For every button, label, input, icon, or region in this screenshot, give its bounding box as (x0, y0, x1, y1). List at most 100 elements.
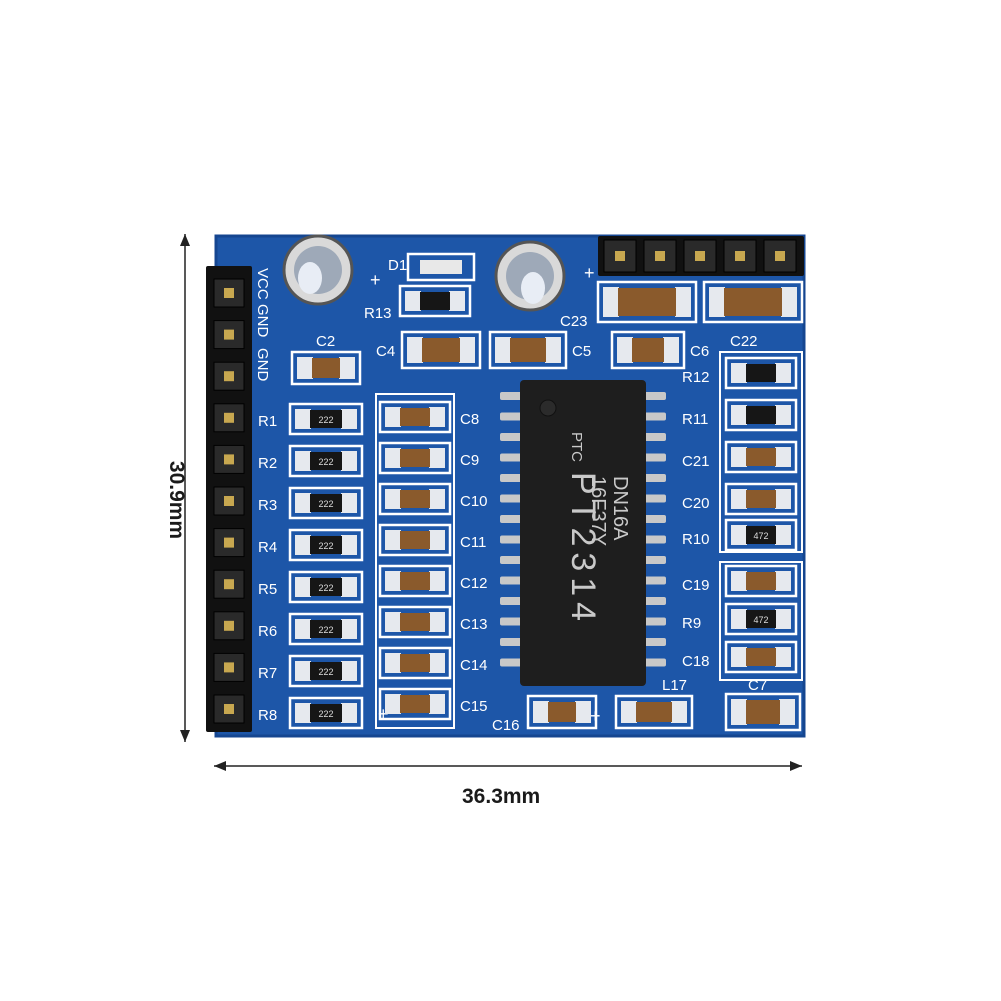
header-pin (213, 278, 245, 308)
resistor-r4: 222 (288, 528, 364, 562)
header-pin (213, 403, 245, 433)
width-dimension-line (214, 761, 802, 771)
chip-pin (644, 638, 666, 646)
right-label-r10: R10 (682, 531, 710, 548)
chip-pin (644, 453, 666, 462)
label-r13: R13 (364, 305, 392, 322)
chip-pin (500, 474, 522, 482)
right-label-c20: C20 (682, 495, 710, 512)
top-pin-header (598, 236, 804, 276)
capacitor-label-c8: C8 (460, 411, 479, 428)
resistor-r6: 222 (288, 612, 364, 646)
resistor-label-r4: R4 (258, 539, 277, 556)
chip-pin (500, 535, 522, 544)
chip-pin (644, 556, 666, 564)
width-dimension-label: 36.3mm (462, 785, 541, 808)
right-part-c20 (724, 482, 798, 516)
header-label-gnd-2: GND (254, 348, 271, 382)
chip-pins (500, 392, 666, 667)
header-pin (763, 239, 797, 273)
capacitor-c5 (488, 330, 568, 370)
right-label-r9: R9 (682, 615, 701, 632)
capacitor-c7 (724, 692, 802, 732)
resistor-r3: 222 (288, 486, 364, 520)
electrolytic-capacitor-right (494, 240, 566, 312)
main-ic-chip: PTC PT2314 16F37Y DN16A (520, 380, 646, 686)
resistor-r13 (398, 284, 472, 318)
capacitor-c4 (400, 330, 482, 370)
capacitor-c16 (526, 694, 598, 730)
left-pin-header (206, 266, 252, 732)
header-label-vcc: VCC (254, 268, 271, 300)
chip-pin (644, 617, 666, 626)
electrolytic-capacitor-left (282, 234, 354, 306)
capacitor-label-c13: C13 (460, 616, 488, 633)
inductor-l17 (614, 694, 694, 730)
header-pin (213, 528, 245, 558)
header-pin (213, 361, 245, 391)
resistor-code: 472 (753, 615, 768, 625)
header-pin (723, 239, 757, 273)
capacitor-c14 (378, 646, 452, 680)
plus-sign-right: + (584, 263, 595, 283)
label-c23: C23 (560, 313, 588, 330)
resistor-label-r5: R5 (258, 581, 277, 598)
pcb-board (216, 236, 804, 736)
label-c5: C5 (572, 343, 591, 360)
chip-pin (500, 617, 522, 626)
resistor-label-r7: R7 (258, 665, 277, 682)
chip-marking-logo: PTC (568, 432, 585, 462)
capacitor-label-c11: C11 (460, 534, 486, 551)
resistor-code: 222 (318, 625, 333, 635)
resistor-code: 222 (318, 457, 333, 467)
right-label-c19: C19 (682, 577, 710, 594)
right-part-c18 (724, 640, 798, 674)
capacitor-c11 (378, 523, 452, 557)
resistor-code: 472 (753, 531, 768, 541)
resistor-r5: 222 (288, 570, 364, 604)
height-dimension-label: 30.9mm (165, 460, 188, 540)
chip-marking-line2: 16F37Y (587, 476, 609, 546)
resistor-code: 222 (318, 541, 333, 551)
chip-pin (644, 433, 666, 441)
header-pin (603, 239, 637, 273)
header-pin (643, 239, 677, 273)
capacitor-label-c12: C12 (460, 575, 488, 592)
chip-marking-line3: DN16A (609, 476, 631, 541)
capacitor-label-c10: C10 (460, 493, 488, 510)
label-c4: C4 (376, 343, 395, 360)
chip-pin (500, 576, 522, 585)
right-part-r10: 472 (724, 518, 798, 552)
resistor-label-r1: R1 (258, 413, 277, 430)
header-pin (213, 652, 245, 682)
chip-pin (500, 658, 522, 667)
header-pin (213, 694, 245, 724)
resistor-label-r6: R6 (258, 623, 277, 640)
capacitor-c10 (378, 482, 452, 516)
resistor-r7: 222 (288, 654, 364, 688)
resistor-code: 222 (318, 415, 333, 425)
header-pin (213, 486, 245, 516)
resistor-label-r8: R8 (258, 707, 277, 724)
capacitor-c22-top (702, 280, 804, 324)
resistor-code: 222 (318, 499, 333, 509)
chip-pin (500, 638, 522, 646)
label-d1: D1 (388, 257, 407, 274)
capacitor-c23 (596, 280, 698, 324)
chip-pin (644, 392, 666, 400)
chip-pin (644, 515, 666, 523)
capacitor-c15 (378, 687, 452, 721)
right-part-c21 (724, 440, 798, 474)
chip-pin (644, 412, 666, 421)
label-c16: C16 (492, 717, 520, 734)
chip-pin (644, 494, 666, 503)
chip-pin (644, 576, 666, 585)
plus-sign-left: + (370, 270, 381, 290)
capacitor-c9 (378, 441, 452, 475)
chip-pin (644, 658, 666, 667)
label-c2: C2 (316, 333, 335, 350)
